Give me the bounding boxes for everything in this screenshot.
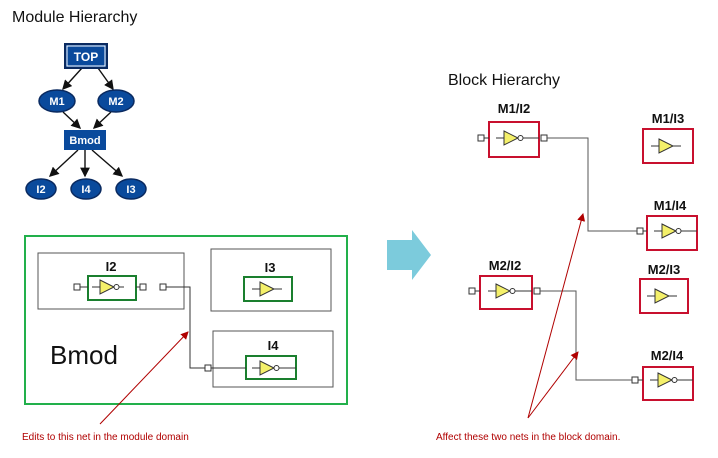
inverter-icon bbox=[251, 360, 285, 376]
block-hierarchy-title: Block Hierarchy bbox=[448, 72, 561, 89]
module-instance-i3-label: I3 bbox=[265, 260, 276, 275]
buffer-icon bbox=[650, 138, 682, 154]
node-i4-label: I4 bbox=[81, 184, 91, 196]
node-m2-label: M2 bbox=[108, 96, 123, 108]
module-hierarchy-title: Module Hierarchy bbox=[12, 9, 138, 26]
module-label: Bmod bbox=[50, 340, 118, 370]
node-bmod[interactable]: Bmod bbox=[64, 130, 106, 150]
inverter-icon bbox=[91, 279, 125, 295]
block-instance-m1-i2-label: M1/I2 bbox=[498, 101, 531, 116]
node-i4[interactable]: I4 bbox=[70, 178, 102, 200]
inverter-icon bbox=[649, 372, 683, 388]
block-instance-m2-i2-label: M2/I2 bbox=[489, 258, 522, 273]
node-bmod-label: Bmod bbox=[69, 135, 100, 147]
block-instance-m1-i3[interactable]: M1/I3 bbox=[642, 111, 694, 164]
block-net-m2[interactable] bbox=[540, 290, 632, 381]
module-net[interactable] bbox=[159, 283, 205, 369]
block-instance-m1-i4[interactable]: M1/I4 bbox=[636, 198, 698, 251]
block-instance-m2-i2[interactable]: M2/I2 bbox=[468, 258, 541, 310]
module-instance-i4[interactable]: I4 bbox=[204, 330, 334, 388]
module-instance-i2-label: I2 bbox=[106, 259, 117, 274]
node-i3-label: I3 bbox=[126, 184, 135, 196]
block-annotation: Affect these two nets in the block domai… bbox=[436, 432, 620, 443]
block-instance-m1-i3-label: M1/I3 bbox=[652, 111, 685, 126]
block-annotation-pointer-upper bbox=[527, 213, 586, 419]
node-i2[interactable]: I2 bbox=[25, 178, 57, 200]
block-instance-m2-i3-label: M2/I3 bbox=[648, 262, 681, 277]
module-instance-i4-label: I4 bbox=[268, 338, 280, 353]
hierarchy-edges bbox=[48, 67, 124, 178]
node-top-label: TOP bbox=[74, 50, 98, 64]
inverter-icon bbox=[495, 130, 529, 146]
block-net-m1[interactable] bbox=[547, 137, 637, 232]
block-instance-m2-i3[interactable]: M2/I3 bbox=[639, 262, 689, 314]
node-m1[interactable]: M1 bbox=[38, 89, 76, 113]
buffer-icon bbox=[646, 288, 678, 304]
block-instance-m2-i4[interactable]: M2/I4 bbox=[631, 348, 694, 401]
block-instance-m1-i2[interactable]: M1/I2 bbox=[477, 101, 548, 158]
node-top[interactable]: TOP bbox=[64, 43, 108, 69]
transition-arrow bbox=[387, 230, 431, 280]
node-m1-label: M1 bbox=[49, 96, 64, 108]
inverter-icon bbox=[487, 283, 521, 299]
buffer-icon bbox=[251, 281, 283, 297]
module-annotation-pointer bbox=[99, 331, 189, 425]
module-instance-i3[interactable]: I3 bbox=[210, 248, 332, 312]
node-m2[interactable]: M2 bbox=[97, 89, 135, 113]
block-instance-m2-i4-label: M2/I4 bbox=[651, 348, 684, 363]
node-i3[interactable]: I3 bbox=[115, 178, 147, 200]
module-annotation: Edits to this net in the module domain bbox=[22, 432, 189, 443]
node-i2-label: I2 bbox=[36, 184, 45, 196]
block-annotation-pointer-lower bbox=[527, 351, 579, 419]
module-frame bbox=[24, 235, 348, 405]
module-instance-i2[interactable]: I2 bbox=[37, 252, 185, 310]
inverter-icon bbox=[653, 223, 687, 239]
block-instance-m1-i4-label: M1/I4 bbox=[654, 198, 687, 213]
